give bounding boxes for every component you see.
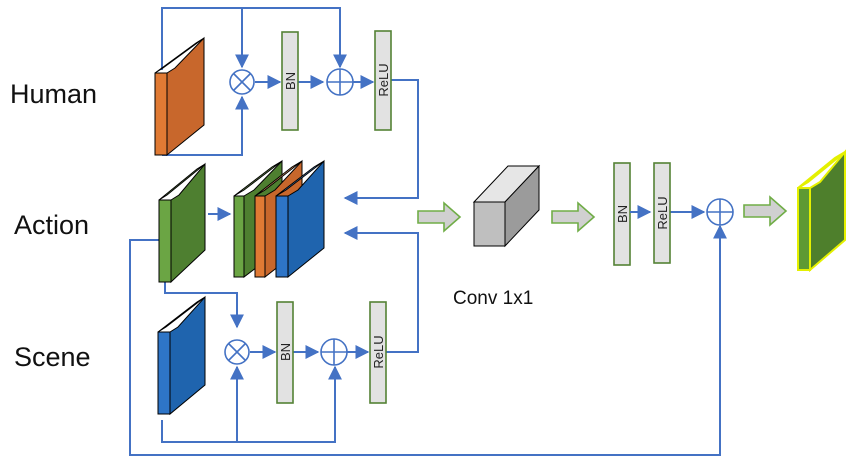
- human-feature-block: [154, 36, 205, 157]
- relu-label-scene: ReLU: [371, 335, 386, 368]
- relu-layer-final: ReLU: [653, 162, 671, 264]
- multiply-op-scene: [224, 339, 250, 365]
- bn-layer-human: BN: [281, 31, 299, 131]
- bn-label-human: BN: [283, 72, 298, 90]
- add-op-scene: [320, 338, 348, 366]
- add-op-final: [706, 198, 734, 226]
- bn-layer-final: BN: [613, 162, 631, 266]
- fat-arrow-to-output: [743, 195, 788, 227]
- bn-label-scene: BN: [278, 343, 293, 361]
- conv-block: [472, 164, 541, 248]
- conv-caption: Conv 1x1: [453, 288, 533, 309]
- row-label-human: Human: [10, 79, 97, 109]
- row-label-scene: Scene: [14, 342, 91, 372]
- row-label-action: Action: [14, 210, 89, 240]
- relu-layer-scene: ReLU: [369, 301, 387, 404]
- scene-feature-block: [157, 295, 206, 416]
- bn-label-final: BN: [615, 205, 630, 223]
- connection-wires: [129, 7, 727, 456]
- action-feature-block: [158, 162, 206, 284]
- bn-layer-scene: BN: [276, 301, 294, 404]
- output-feature-block: [797, 149, 846, 273]
- multiply-op-human: [229, 69, 255, 95]
- relu-layer-human: ReLU: [374, 30, 392, 131]
- relu-label-final: ReLU: [655, 196, 670, 229]
- relu-label-human: ReLU: [376, 63, 391, 96]
- fat-arrow-to-bn: [551, 201, 596, 233]
- add-op-human: [326, 68, 354, 96]
- concatenated-features: [233, 159, 325, 279]
- fat-arrow-to-conv: [417, 201, 462, 233]
